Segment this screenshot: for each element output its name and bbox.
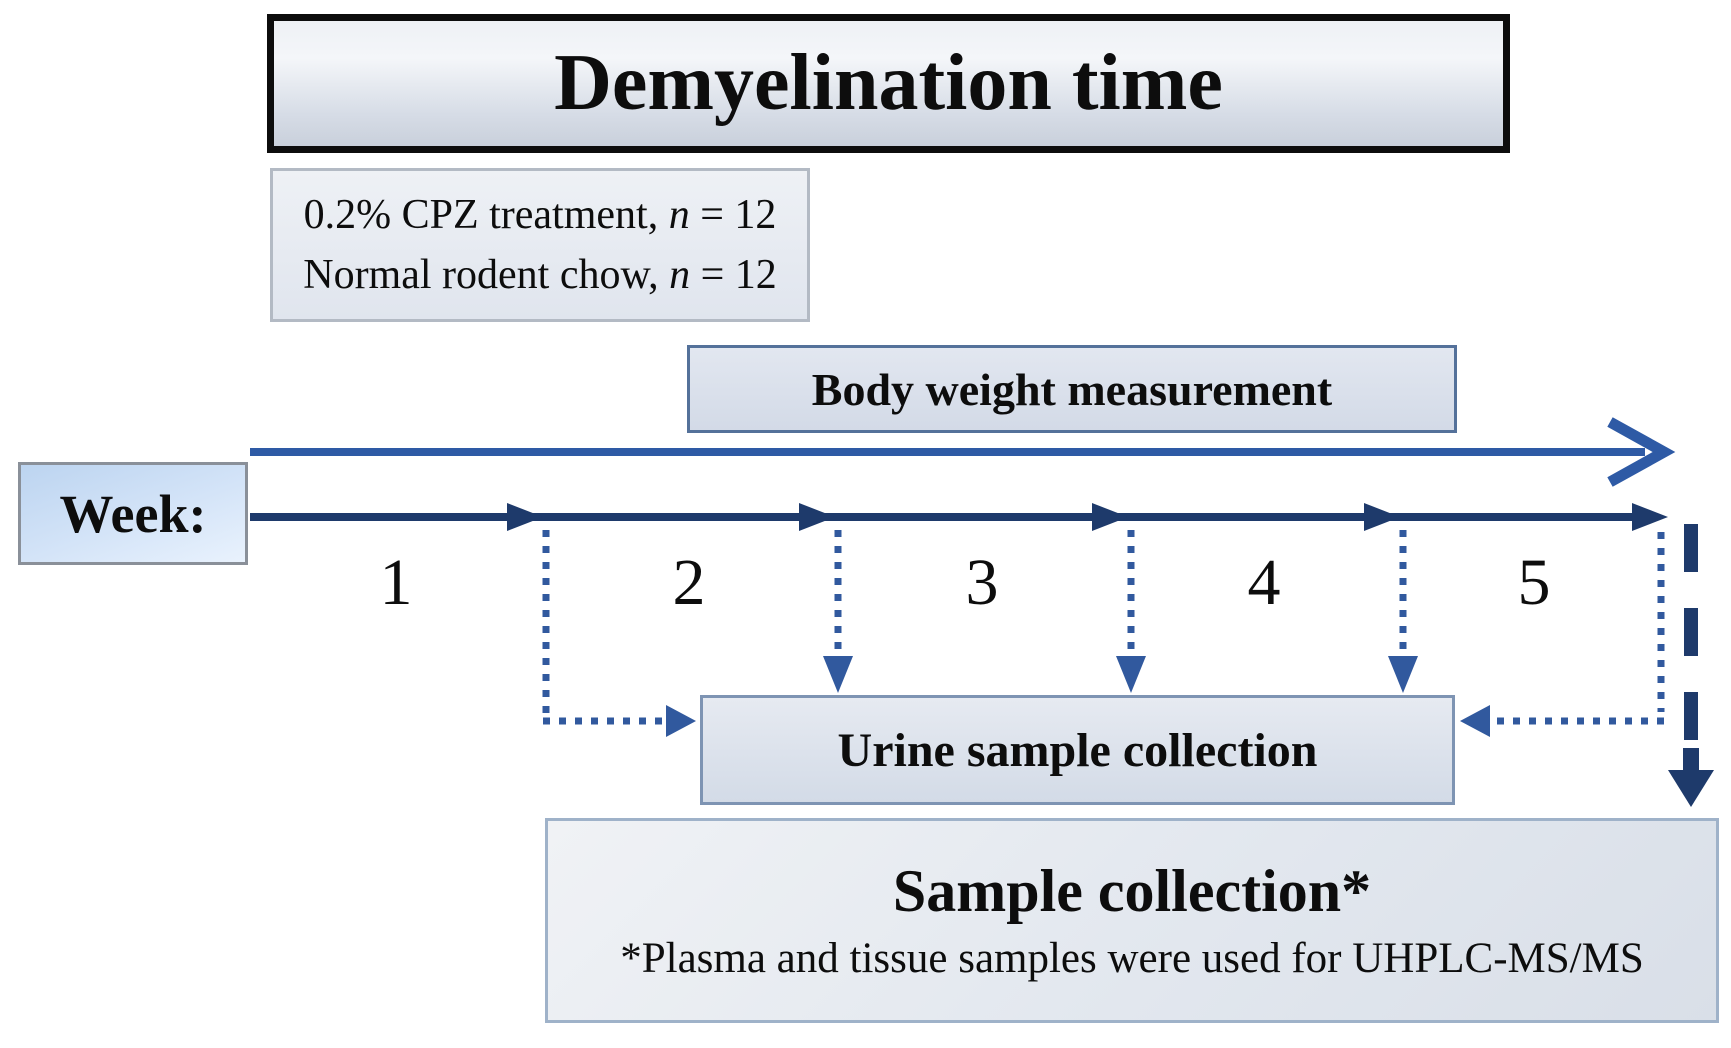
treatment-line1-suffix: = 12 [689,192,777,238]
dashed-final-arrow [1668,524,1714,807]
body-weight-box: Body weight measurement [687,345,1457,433]
body-weight-arrowhead-chevron-icon [1607,417,1676,487]
week-number-1: 1 [379,546,413,619]
week-timeline-arrow [250,503,1668,531]
sample-collection-note: *Plasma and tissue samples were used for… [620,934,1644,982]
week-number-3: 3 [965,546,999,619]
treatment-note-box: 0.2% CPZ treatment, n = 12 Normal rodent… [270,168,810,322]
dotted-arrow-week5 [1460,532,1665,737]
urine-collection-box: Urine sample collection [700,695,1455,805]
treatment-line2-suffix: = 12 [690,252,777,298]
dotted-arrowhead-week1-icon [666,705,696,737]
timeline-arrowhead-week1-icon [507,503,543,531]
treatment-line1-prefix: 0.2% CPZ treatment, [303,192,669,238]
dotted-arrowhead-week2-icon [823,656,853,693]
treatment-line2-prefix: Normal rodent chow, [303,252,670,298]
demyelination-title-box: Demyelination time [267,14,1510,153]
dotted-arrowhead-week3-icon [1116,656,1146,693]
timeline-arrowhead-week5-icon [1632,503,1668,531]
dashed-final-arrowhead-icon [1668,770,1714,807]
dotted-arrow-week2 [823,530,853,693]
dotted-arrow-week1 [542,530,696,737]
treatment-line-cpz: 0.2% CPZ treatment, n = 12 [304,185,777,245]
dotted-arrowhead-week4-icon [1388,656,1418,693]
week-number-2: 2 [672,546,706,619]
timeline-arrowhead-week4-icon [1364,503,1400,531]
treatment-line2-variable: n [669,252,691,298]
timeline-arrowhead-week3-icon [1092,503,1128,531]
dashed-final-arrow-stem [1683,748,1699,772]
treatment-line-chow: Normal rodent chow, n = 12 [303,245,777,305]
urine-collection-label: Urine sample collection [837,723,1318,777]
dotted-arrowhead-week5-icon [1460,705,1490,737]
dotted-arrow-week3 [1116,530,1146,693]
body-weight-arrow [250,417,1676,487]
timeline-arrowhead-week2-icon [799,503,835,531]
week-label: Week: [59,483,207,544]
week-number-4: 4 [1247,546,1281,619]
week-label-box: Week: [18,462,248,565]
dotted-arrow-week4 [1388,530,1418,693]
treatment-line1-variable: n [668,192,690,238]
body-weight-label: Body weight measurement [811,363,1333,415]
week-number-5: 5 [1517,546,1551,619]
sample-collection-box: Sample collection* *Plasma and tissue sa… [545,818,1719,1023]
demyelination-title-label: Demyelination time [554,39,1223,127]
sample-collection-title: Sample collection* [892,857,1372,924]
